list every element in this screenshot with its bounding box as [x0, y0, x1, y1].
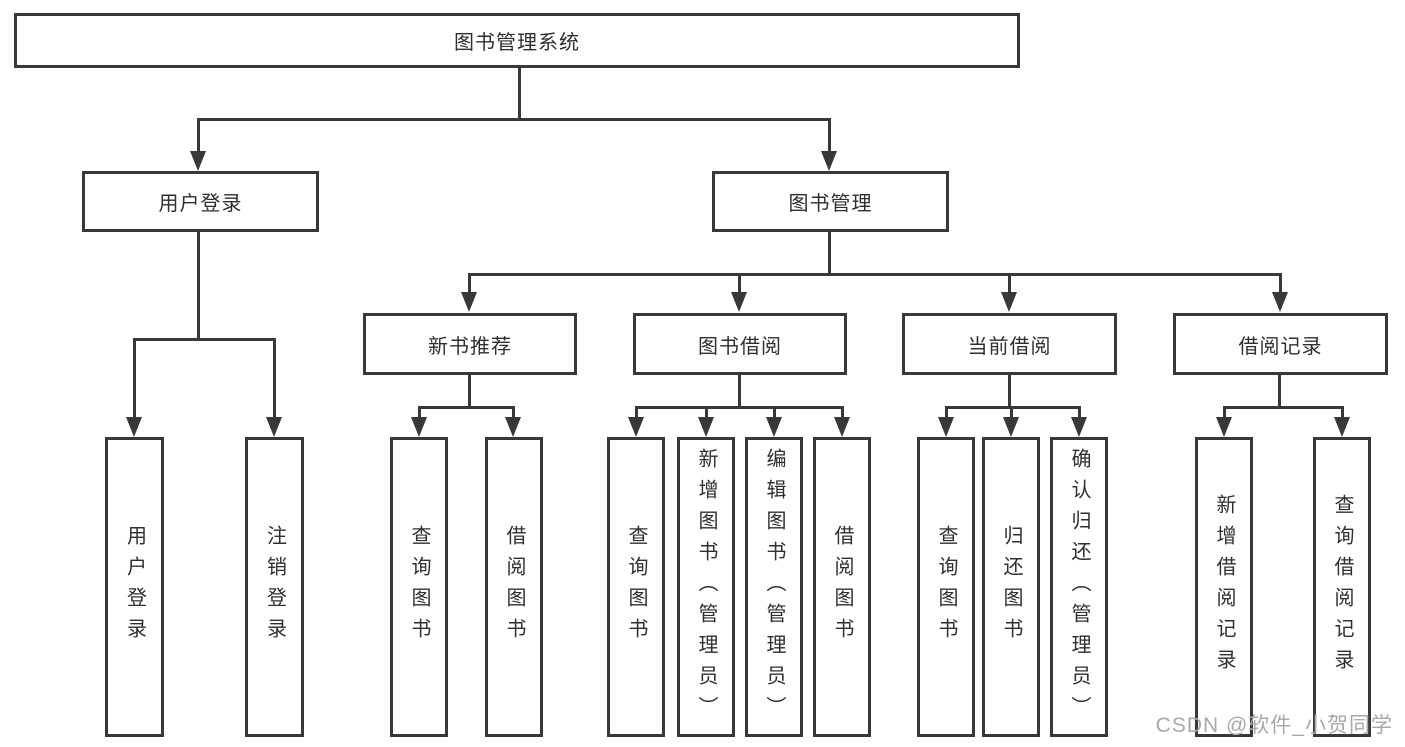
- arrowhead-down-icon: [698, 417, 714, 437]
- connector-line: [133, 338, 274, 341]
- connector-line: [418, 406, 421, 419]
- connector-line: [738, 273, 741, 294]
- connector-line: [197, 118, 200, 153]
- arrowhead-down-icon: [461, 292, 477, 312]
- arrowhead-down-icon: [1216, 417, 1232, 437]
- connector-line: [1341, 406, 1344, 419]
- connector-line: [635, 406, 843, 409]
- leaf-label: 归还图书: [1000, 525, 1022, 649]
- leaf-label: 查询借阅记录: [1331, 494, 1353, 680]
- connector-line: [635, 406, 638, 419]
- arrowhead-down-icon: [938, 417, 954, 437]
- node-library-management-system: 图书管理系统: [14, 13, 1020, 68]
- leaf-label: 借阅图书: [503, 525, 525, 649]
- leaf-label: 新增图书（管理员）: [695, 447, 717, 727]
- leaf-borrow-books-recommend: 借阅图书: [485, 437, 543, 737]
- node-user-login: 用户登录: [82, 171, 319, 232]
- arrowhead-down-icon: [766, 417, 782, 437]
- node-borrowing-records: 借阅记录: [1173, 313, 1388, 375]
- connector-line: [1279, 273, 1282, 294]
- connector-line: [468, 273, 471, 294]
- leaf-label: 用户登录: [123, 525, 146, 649]
- connector-line: [1223, 406, 1343, 409]
- leaf-label: 查询图书: [625, 525, 647, 649]
- connector-line: [828, 232, 831, 273]
- connector-line: [197, 232, 200, 338]
- node-book-management: 图书管理: [712, 171, 949, 232]
- connector-line: [198, 118, 830, 121]
- connector-line: [1223, 406, 1226, 419]
- node-new-book-recommendation: 新书推荐: [363, 313, 577, 375]
- connector-line: [828, 118, 831, 153]
- leaf-label: 查询图书: [935, 525, 957, 649]
- leaf-label: 查询图书: [408, 525, 430, 649]
- leaf-label: 注销登录: [263, 525, 286, 649]
- node-current-borrowing: 当前借阅: [902, 313, 1117, 375]
- leaf-borrow-books: 借阅图书: [813, 437, 871, 737]
- connector-line: [418, 406, 515, 409]
- arrowhead-down-icon: [628, 417, 644, 437]
- connector-line: [945, 406, 948, 419]
- arrowhead-down-icon: [126, 417, 142, 437]
- csdn-watermark: CSDN @软件_小贺同学: [1155, 714, 1393, 737]
- arrowhead-down-icon: [1272, 292, 1288, 312]
- leaf-label: 确认归还（管理员）: [1068, 447, 1090, 727]
- arrowhead-down-icon: [411, 417, 427, 437]
- connector-line: [1278, 375, 1281, 406]
- leaf-label: 借阅图书: [831, 525, 853, 649]
- connector-line: [1078, 406, 1081, 419]
- arrowhead-down-icon: [1003, 417, 1019, 437]
- connector-line: [738, 375, 741, 406]
- node-book-borrowing: 图书借阅: [633, 313, 847, 375]
- arrowhead-down-icon: [266, 417, 282, 437]
- connector-line: [705, 406, 708, 419]
- arrowhead-down-icon: [1334, 417, 1350, 437]
- connector-line: [841, 406, 844, 419]
- connector-line: [133, 338, 136, 418]
- connector-line: [469, 273, 1281, 276]
- arrowhead-down-icon: [834, 417, 850, 437]
- connector-line: [1010, 406, 1013, 419]
- connector-line: [518, 68, 521, 118]
- arrowhead-down-icon: [1001, 292, 1017, 312]
- leaf-query-books-recommend: 查询图书: [390, 437, 448, 737]
- leaf-user-login: 用户登录: [105, 437, 164, 737]
- arrowhead-down-icon: [190, 151, 206, 171]
- connector-line: [512, 406, 515, 419]
- leaf-logout: 注销登录: [245, 437, 304, 737]
- leaf-edit-books-admin: 编辑图书（管理员）: [745, 437, 803, 737]
- arrowhead-down-icon: [821, 151, 837, 171]
- leaf-label: 编辑图书（管理员）: [763, 447, 785, 727]
- leaf-query-books-borrow: 查询图书: [607, 437, 665, 737]
- arrowhead-down-icon: [1071, 417, 1087, 437]
- leaf-query-books-current: 查询图书: [917, 437, 975, 737]
- connector-line: [468, 375, 471, 406]
- leaf-query-borrow-record: 查询借阅记录: [1313, 437, 1371, 737]
- leaf-return-books: 归还图书: [982, 437, 1040, 737]
- connector-line: [273, 338, 276, 418]
- leaf-confirm-return-admin: 确认归还（管理员）: [1050, 437, 1108, 737]
- connector-line: [773, 406, 776, 419]
- arrowhead-down-icon: [731, 292, 747, 312]
- leaf-label: 新增借阅记录: [1213, 494, 1235, 680]
- leaf-add-books-admin: 新增图书（管理员）: [677, 437, 735, 737]
- arrowhead-down-icon: [505, 417, 521, 437]
- connector-line: [1008, 273, 1011, 294]
- leaf-add-borrow-record: 新增借阅记录: [1195, 437, 1253, 737]
- connector-line: [1008, 375, 1011, 406]
